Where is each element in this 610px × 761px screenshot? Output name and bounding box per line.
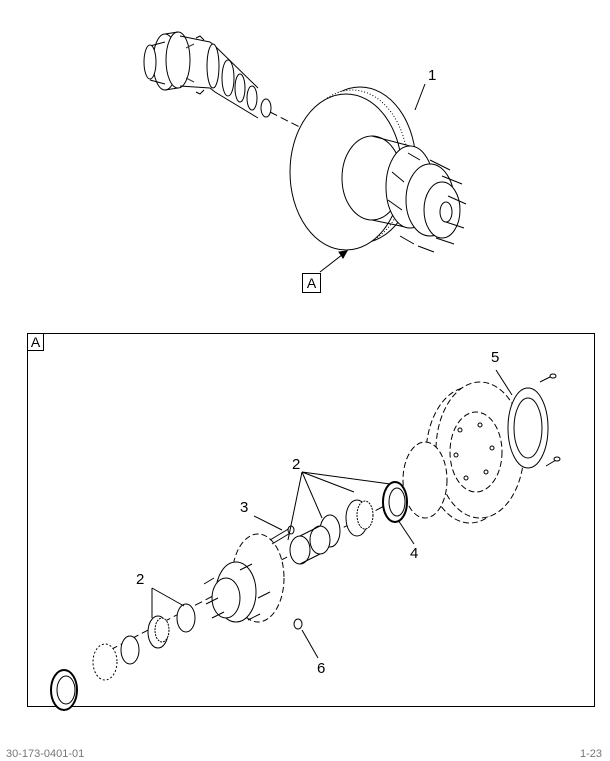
ring-bolts <box>539 373 561 467</box>
footer-page-number: 1-23 <box>579 748 602 760</box>
oil-seal <box>382 481 408 523</box>
wheel-hub <box>203 533 285 623</box>
spindle <box>143 31 272 119</box>
callout-1-leader <box>414 83 426 111</box>
detail-view-label: A <box>27 333 44 351</box>
callout-5: 5 <box>491 349 500 366</box>
hub-plug <box>293 618 303 630</box>
outer-bearing <box>147 603 196 649</box>
callout-2-inner: 2 <box>292 456 301 473</box>
callout-leaders <box>151 369 513 659</box>
callout-2-outer: 2 <box>136 571 145 588</box>
rotor-hub-assembly <box>289 86 467 253</box>
callout-3: 3 <box>240 499 249 516</box>
bearing-spacer <box>289 525 331 565</box>
callout-1: 1 <box>428 67 437 84</box>
callout-6: 6 <box>317 660 326 677</box>
view-reference-box: A <box>302 273 321 293</box>
callout-4: 4 <box>410 545 419 562</box>
overview-illustration <box>143 31 467 273</box>
view-arrow-head <box>338 250 348 259</box>
dust-shield <box>402 441 448 519</box>
footer-figure-id: 30-173-0401-01 <box>6 748 85 760</box>
spindle-nut-set <box>50 635 140 711</box>
brake-rotor <box>425 381 525 524</box>
detail-view-frame <box>27 333 595 707</box>
